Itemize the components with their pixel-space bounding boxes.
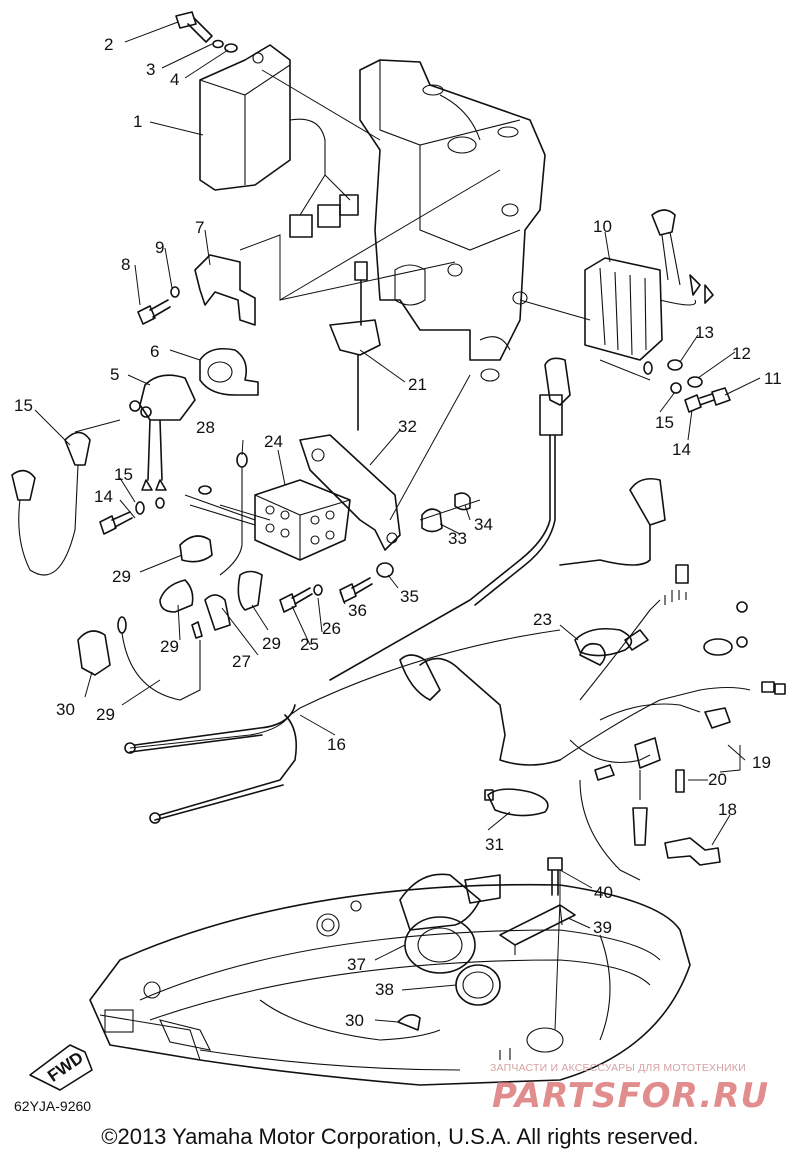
mounting-bracket xyxy=(359,59,546,382)
callout-5: 5 xyxy=(110,365,119,384)
watermark-tagline: ЗАПЧАСТИ И АКСЕССУАРЫ ДЛЯ МОТОТЕХНИКИ xyxy=(490,1062,746,1074)
callout-10: 10 xyxy=(593,217,612,236)
wire-harness xyxy=(329,357,786,881)
grommet-33 xyxy=(421,492,471,533)
bands-22-31 xyxy=(484,627,633,817)
starter-relay-5 xyxy=(129,374,196,491)
clamp-18 xyxy=(499,837,721,955)
connection-lines xyxy=(74,69,651,1031)
drawing-code: 62YJA-9260 xyxy=(14,1098,92,1114)
bracket-7 xyxy=(137,254,256,326)
holder-6 xyxy=(199,347,259,396)
terminal-27 xyxy=(219,452,248,576)
callout-9: 9 xyxy=(155,238,164,257)
callout-17: 15 xyxy=(14,396,33,415)
callout-15a: 15 xyxy=(114,465,133,484)
callout-1: 1 xyxy=(133,112,142,131)
grommet-37 xyxy=(397,873,501,1031)
caps-29 xyxy=(77,535,263,676)
fasteners-center xyxy=(279,562,394,613)
watermark-logo: PARTSFOR.RU xyxy=(492,1076,770,1116)
callout-11: 11 xyxy=(764,369,782,388)
callout-2: 2 xyxy=(104,35,113,54)
callout-4: 4 xyxy=(170,70,179,89)
copyright-notice: ©2013 Yamaha Motor Corporation, U.S.A. A… xyxy=(101,1124,699,1149)
callout-6: 6 xyxy=(150,342,159,361)
cdi-unit xyxy=(199,44,359,238)
bottom-cowling xyxy=(89,883,691,1086)
callout-8: 8 xyxy=(121,255,130,274)
leader-lines xyxy=(34,21,761,1023)
bracket-32 xyxy=(299,434,401,551)
callout-labels: 2 3 4 1 7 8 9 6 5 15 15 15 14 10 13 12 1… xyxy=(14,35,782,506)
fwd-label: FWD xyxy=(44,1048,87,1086)
bolt-2 xyxy=(175,11,238,53)
fwd-arrow: FWD xyxy=(29,1044,93,1091)
callout-12: 12 xyxy=(732,344,751,363)
clamp-26 xyxy=(117,594,561,754)
fuse-holder-23 xyxy=(184,479,351,561)
cap-17 xyxy=(11,431,91,576)
cable-tie-21 xyxy=(329,261,381,431)
screw-14-left xyxy=(99,497,165,535)
callout-3: 3 xyxy=(146,60,155,79)
callout-14a: 14 xyxy=(94,487,113,506)
battery-cable-16 xyxy=(129,704,298,824)
callout-7: 7 xyxy=(195,218,204,237)
callout-13: 13 xyxy=(695,323,714,342)
rectifier-regulator-10 xyxy=(584,209,731,413)
